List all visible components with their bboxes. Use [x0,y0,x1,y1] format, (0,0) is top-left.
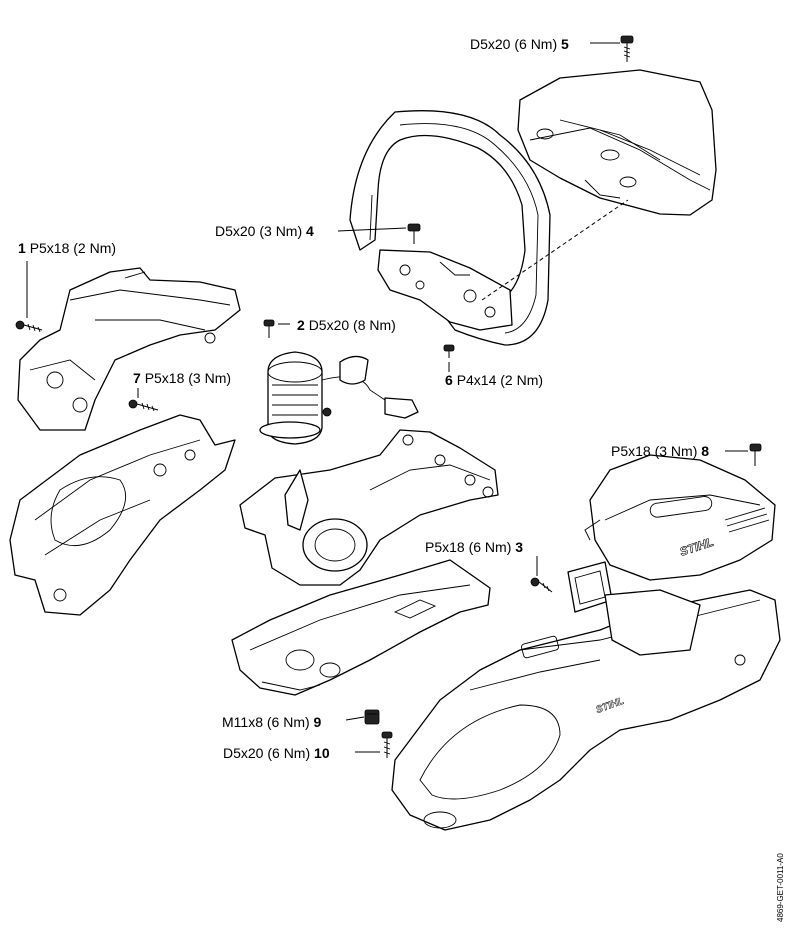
switch-housing [17,267,241,431]
callout-8: P5x18 (3 Nm) 8 [611,443,709,459]
screw-6-icon [443,344,455,358]
callout-4-text: D5x20 (3 Nm) [215,223,303,239]
callout-5-number: 5 [561,36,569,52]
callout-5: D5x20 (6 Nm) 5 [470,36,569,52]
callout-3-number: 3 [515,539,524,555]
screw-3-icon [530,577,553,593]
motor-cover: STIHL [584,454,776,581]
callout-5-text: D5x20 (6 Nm) [470,36,558,52]
callout-4: D5x20 (3 Nm) 4 [215,223,314,239]
callout-7-text: P5x18 (3 Nm) [144,370,232,386]
callout-2-number: 2 [297,317,305,333]
callout-10-text: D5x20 (6 Nm) [223,745,311,761]
callout-10-number: 10 [314,745,330,761]
electric-motor [259,351,419,445]
callout-7-number: 7 [133,370,141,386]
callout-2: 2 D5x20 (8 Nm) [297,317,396,333]
callout-3-text: P5x18 (6 Nm) [425,539,512,555]
bottom-cover-plate [231,559,491,696]
screw-8-icon [749,443,762,466]
screw-4-icon [407,223,421,244]
callout-9: M11x8 (6 Nm) 9 [222,714,321,730]
lock-plate [567,561,613,613]
callout-10: D5x20 (6 Nm) 10 [223,745,330,761]
gearbox-plate [239,429,499,586]
screw-2-icon [263,319,275,338]
document-id: 4869-GET-0011-A0 [776,853,785,922]
rear-handle-housing: STIHL [391,589,781,831]
leader-lines [26,42,748,753]
callout-6-number: 6 [445,372,453,388]
screw-10-icon [381,731,393,758]
callout-6: 6 P4x14 (2 Nm) [445,372,543,388]
callout-7: 7 P5x18 (3 Nm) [133,370,231,386]
callout-8-text: P5x18 (3 Nm) [611,443,698,459]
callout-9-text: M11x8 (6 Nm) [222,714,310,730]
screw-5-icon [620,35,634,62]
nut-9-icon [364,709,380,725]
callout-9-number: 9 [313,714,322,730]
callout-6-text: P4x14 (2 Nm) [456,372,544,388]
callout-2-text: D5x20 (8 Nm) [308,317,396,333]
screw-1-icon [15,320,43,333]
screw-7-icon [128,399,159,412]
hand-guard-cover [517,69,717,216]
callout-1: 1 P5x18 (2 Nm) [18,240,116,256]
callout-1-text: P5x18 (2 Nm) [29,240,117,256]
callout-3: P5x18 (6 Nm) 3 [425,539,523,555]
callout-8-number: 8 [701,443,710,459]
callout-1-number: 1 [18,240,26,256]
left-housing-half [9,414,236,616]
front-handle [349,110,629,346]
callout-4-number: 4 [306,223,314,239]
